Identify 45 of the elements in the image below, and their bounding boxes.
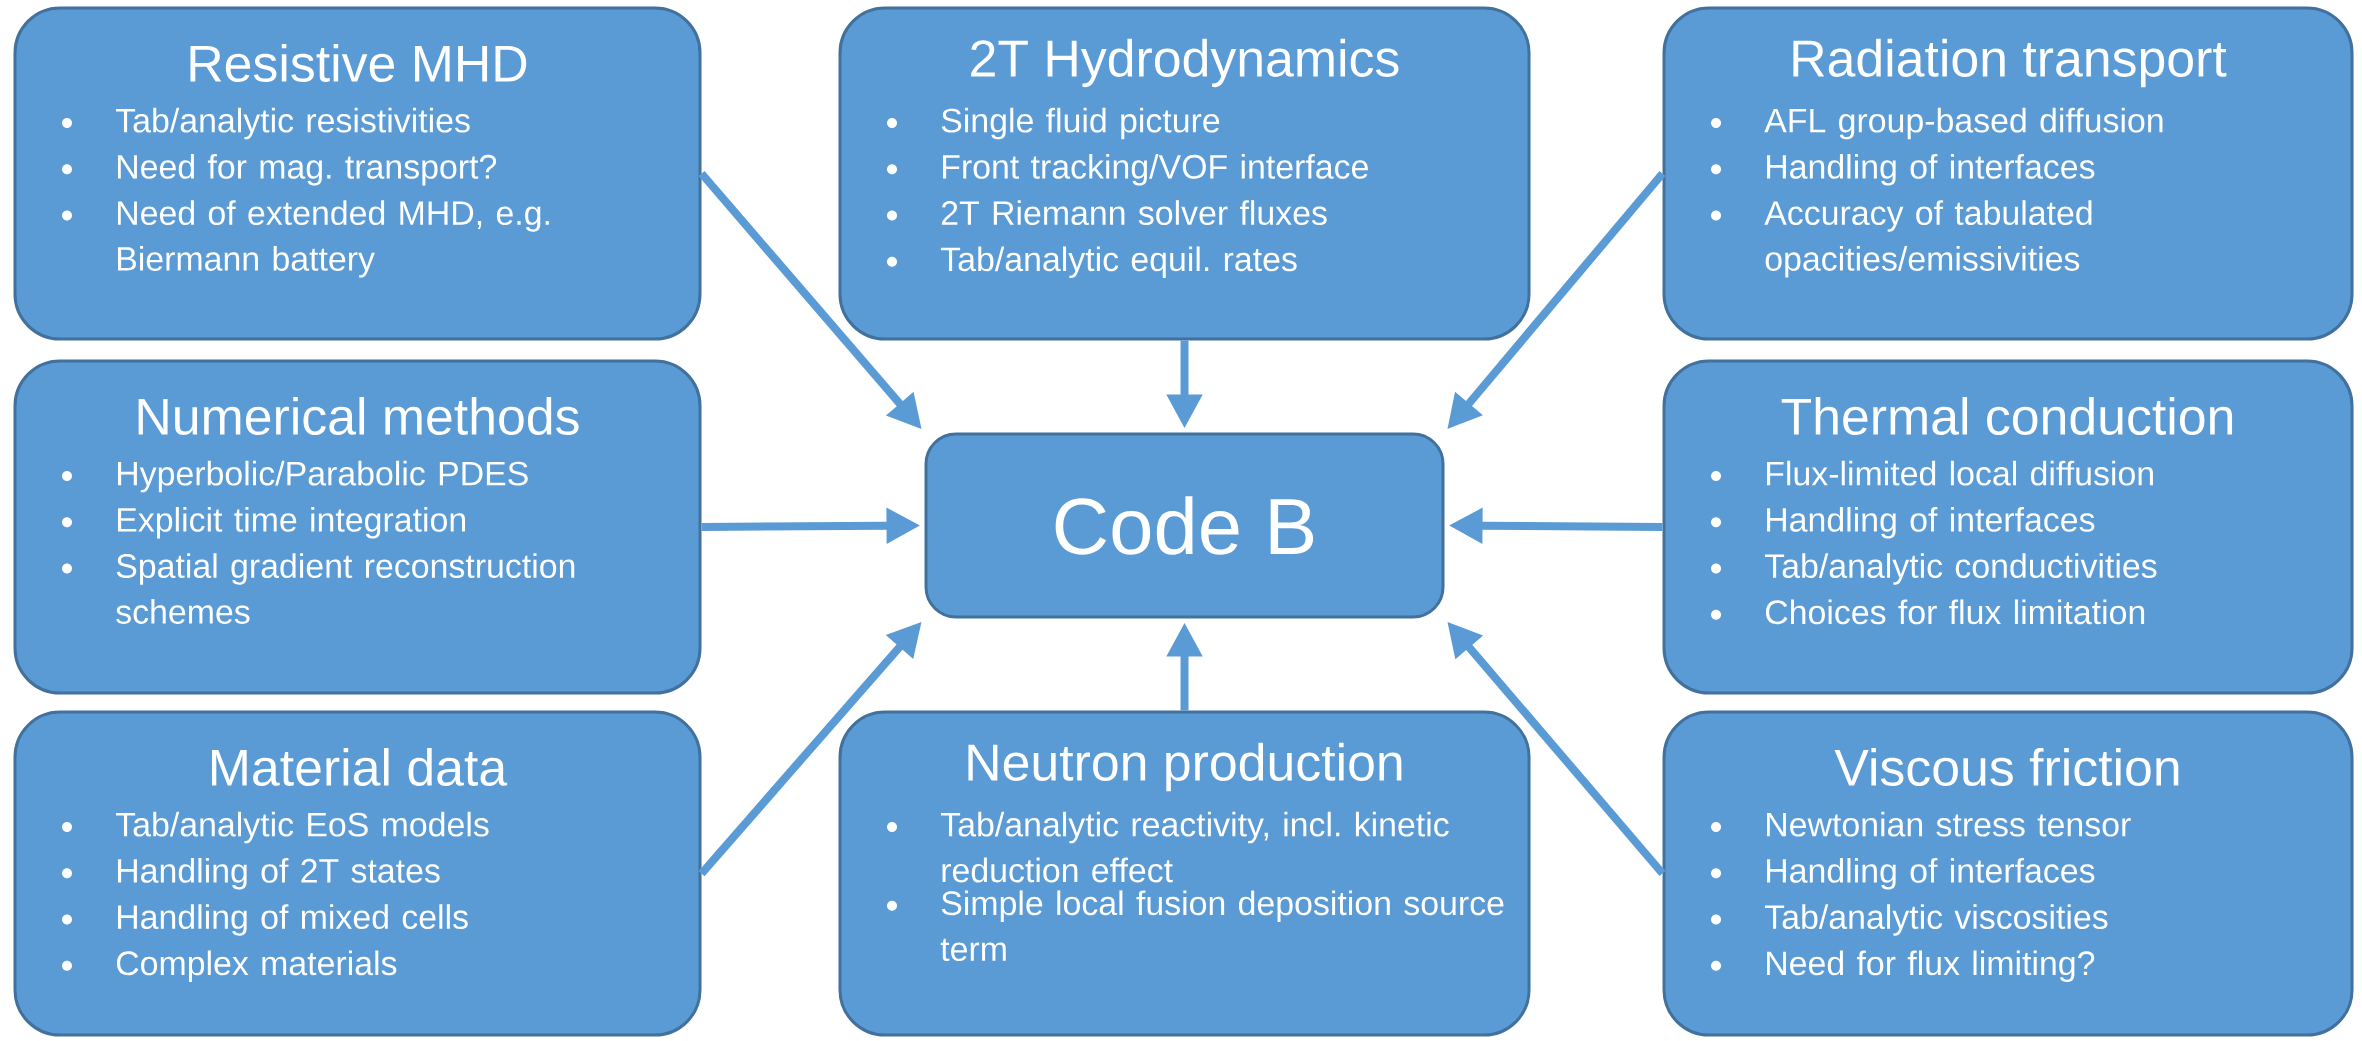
bullet-item: Choices for flux limitation: [1711, 599, 2145, 625]
bullet-item: Handling of interfaces: [1711, 857, 2095, 890]
box-title: Neutron production: [968, 742, 1402, 792]
topic-box: [13, 6, 702, 341]
bullet-item: Complex materials: [62, 950, 397, 982]
bullet-item: Newtonian stress tensor: [1711, 811, 2131, 837]
topic-box: [1662, 6, 2354, 341]
bullet-item: Simple local fusion deposition source term: [887, 890, 1504, 962]
bullet-item: Accuracy of tabulated opacities/emissivities: [1711, 200, 2092, 278]
bullet-item: Tab/analytic conductivities: [1711, 553, 2157, 585]
box-title: Resistive MHD: [190, 43, 527, 82]
topic-box: [13, 710, 702, 1037]
bullet-item: AFL group-based diffusion: [1711, 107, 2163, 140]
bullet-item: Hyperbolic/Parabolic PDES: [62, 460, 528, 493]
bullet-item: Tab/analytic equil. rates: [887, 246, 1297, 278]
bullet-item: Tab/analytic reactivity, incl. kinetic reduction effect: [887, 811, 1449, 883]
box-title: Numerical methods: [138, 397, 579, 435]
bullet-item: Handling of interfaces: [1711, 153, 2095, 186]
bullet-item: Tab/analytic viscosities: [1711, 904, 2108, 936]
box-title: Viscous friction: [1834, 748, 2179, 787]
box-title: Thermal conduction: [1781, 397, 2233, 435]
bullet-item: Front tracking/VOF interface: [887, 153, 1368, 186]
box-title: 2T Hydrodynamics: [971, 38, 1399, 88]
topic-box: [838, 710, 1531, 1037]
topic-box: [1662, 359, 2354, 695]
bullet-item: Spatial gradient reconstruction schemes: [62, 553, 575, 624]
bullet-item: Flux-limited local diffusion: [1711, 460, 2153, 486]
center-label: Code B: [1055, 496, 1314, 555]
topic-box: [1662, 710, 2354, 1037]
bullet-item: Handling of mixed cells: [62, 904, 468, 936]
bullet-item: Handling of interfaces: [1711, 506, 2095, 539]
bullet-item: Need for mag. transport?: [62, 153, 497, 186]
bullet-item: Tab/analytic EoS models: [62, 811, 489, 844]
bullet-item: Tab/analytic resistivities: [62, 107, 470, 140]
bullet-item: 2T Riemann solver fluxes: [887, 200, 1327, 226]
bullet-item: Single fluid picture: [887, 107, 1220, 140]
bullet-item: Handling of 2T states: [62, 857, 440, 890]
topic-box: [13, 359, 702, 695]
topic-box: [838, 6, 1531, 341]
center-box: [924, 432, 1445, 619]
bullet-item: Explicit time integration: [62, 506, 465, 539]
bullet-item: Need of extended MHD, e.g. Biermann battery: [62, 200, 549, 278]
bullet-item: Need for flux limiting?: [1711, 950, 2095, 982]
box-title: Material data: [212, 748, 508, 787]
box-title: Radiation transport: [1793, 38, 2227, 88]
